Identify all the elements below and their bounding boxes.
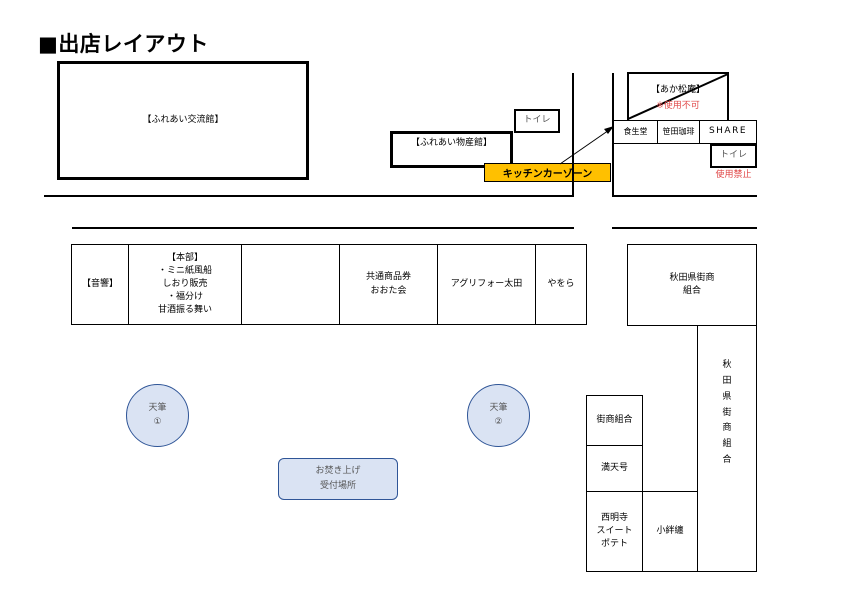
booth-honbu-line: ・福分け [166, 292, 203, 303]
tenpitsu-circle-2: 天筆 ② [467, 384, 530, 447]
tenpitsu-label: 天筆 [148, 402, 167, 413]
right-top-row: 食生堂 笹田珈琲 SHARE [613, 120, 757, 144]
building-akamatsu-label: 【あか松庵】 [650, 85, 705, 95]
booth-yawora-label: やをら [547, 278, 575, 289]
building-fureai-center-label: 【ふれあい交流館】 [142, 114, 224, 125]
booth-akita-top-line: 組合 [682, 286, 701, 296]
booth-shokuseido: 食生堂 [614, 121, 658, 143]
booth-kogiri: 小絆纏 [642, 491, 698, 572]
tenpitsu-number: ① [153, 416, 162, 427]
booth-mantengo: 満天号 [586, 445, 643, 492]
booth-honbu-line: 【本部】 [166, 252, 203, 263]
booth-empty [242, 245, 340, 324]
booth-onkyo: 【音響】 [72, 245, 129, 324]
tenpitsu-number: ② [494, 416, 503, 427]
building-akamatsu-note: ※使用不可 [656, 101, 700, 111]
akita-vertical-char: 県 [722, 391, 732, 402]
booth-shokuseido-label: 食生堂 [623, 127, 648, 137]
booth-honbu-line: 甘酒振る舞い [157, 305, 212, 316]
otakiage-line: 受付場所 [319, 481, 356, 491]
booth-gaisho-kumiai-label: 街商組合 [596, 414, 633, 425]
kitchen-car-zone-label: キッチンカーゾーン [502, 169, 593, 180]
akita-vertical-char: 組 [722, 439, 732, 450]
building-fureai-center: 【ふれあい交流館】 [57, 61, 309, 180]
booth-yawora: やをら [536, 245, 586, 324]
booth-agrifore: アグリフォー太田 [438, 245, 536, 324]
road-line-lower-left [72, 227, 574, 229]
akita-vertical-char: 街 [722, 407, 732, 418]
booth-akita-gaisho-vertical: 秋 田 県 街 商 組 合 [697, 325, 757, 572]
kitchen-arrow-line [559, 127, 613, 165]
booth-honbu-line: しおり販売 [162, 278, 208, 289]
toilet-left: トイレ [514, 109, 560, 133]
toilet-right: トイレ [710, 144, 757, 168]
booth-onkyo-label: 【音響】 [81, 278, 118, 289]
booth-sasada-coffee-label: 笹田珈琲 [662, 127, 695, 137]
booth-akita-top-line: 秋田県街商 [669, 272, 715, 283]
booth-kyotsu-line: おおた会 [370, 285, 407, 296]
toilet-right-note: 使用禁止 [715, 170, 752, 180]
building-fureai-bussan: 【ふれあい物産館】 [390, 131, 513, 168]
road-line-upper-right [612, 195, 757, 197]
page-title: ■出店レイアウト [38, 32, 209, 56]
road-line-vertical-left [572, 73, 574, 197]
toilet-left-label: トイレ [523, 115, 551, 126]
tenpitsu-circle-1: 天筆 ① [126, 384, 189, 447]
booth-honbu: 【本部】 ・ミニ紙風船 しおり販売 ・福分け 甘酒振る舞い [129, 245, 242, 324]
otakiage-line: お焚き上げ [315, 465, 361, 476]
booth-saimyoji-line: スイート [596, 525, 633, 536]
booth-share: SHARE [700, 121, 756, 143]
booth-kogiri-label: 小絆纏 [656, 525, 684, 536]
building-fureai-bussan-label: 【ふれあい物産館】 [410, 138, 492, 148]
akita-vertical-char: 合 [722, 454, 732, 465]
akita-vertical-char: 田 [722, 376, 732, 387]
booth-sasada-coffee: 笹田珈琲 [658, 121, 700, 143]
road-line-upper-left [44, 195, 574, 197]
akita-vertical-char: 秋 [722, 360, 732, 371]
booth-mantengo-label: 満天号 [600, 462, 628, 473]
booth-share-label: SHARE [708, 126, 748, 137]
booth-saimyoji-sweet-potato: 西明寺 スイート ポテト [586, 491, 643, 572]
toilet-right-label: トイレ [719, 150, 747, 161]
building-akamatsu [627, 72, 729, 120]
booth-agrifore-label: アグリフォー太田 [450, 278, 523, 289]
booth-gaisho-kumiai: 街商組合 [586, 395, 643, 446]
booth-kyotsu-shohinken: 共通商品券 おおた会 [340, 245, 438, 324]
booth-kyotsu-line: 共通商品券 [365, 272, 411, 283]
road-line-lower-right [612, 227, 757, 229]
otakiage-reception: お焚き上げ 受付場所 [278, 458, 398, 500]
booth-saimyoji-line: 西明寺 [600, 512, 628, 523]
tenpitsu-label: 天筆 [489, 402, 508, 413]
booth-akita-gaisho-top: 秋田県街商 組合 [627, 244, 757, 326]
booth-saimyoji-line: ポテト [600, 539, 628, 550]
kitchen-arrow-head [604, 126, 614, 134]
top-booth-row: 【音響】 【本部】 ・ミニ紙風船 しおり販売 ・福分け 甘酒振る舞い 共通商品券… [71, 244, 587, 325]
akita-vertical-char: 商 [722, 423, 732, 434]
kitchen-car-zone: キッチンカーゾーン [484, 163, 611, 182]
booth-honbu-line: ・ミニ紙風船 [157, 265, 212, 276]
akamatsu-cross-line [627, 73, 729, 120]
